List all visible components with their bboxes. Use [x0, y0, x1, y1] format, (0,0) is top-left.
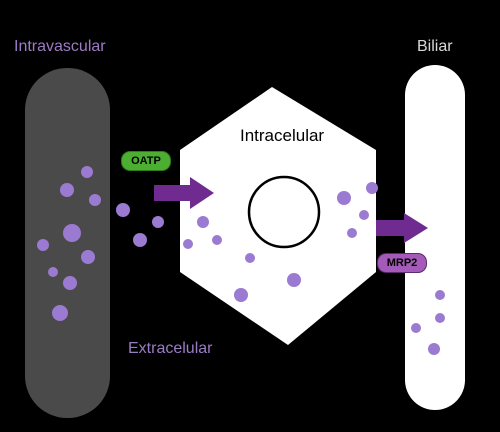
molecule-dot [81, 250, 95, 264]
mrp2-arrow [376, 213, 428, 243]
molecule-dot [37, 239, 49, 251]
intravascular-label: Intravascular [14, 38, 106, 55]
molecule-dot [183, 239, 193, 249]
molecule-dot [63, 224, 81, 242]
intracelular-label: Intracelular [240, 126, 325, 145]
oatp-transporter-badge: OATP [121, 151, 171, 171]
molecule-dot [152, 216, 164, 228]
molecule-dot [435, 313, 445, 323]
nucleus [247, 175, 321, 249]
oatp-arrow [154, 177, 214, 209]
mrp2-label: MRP2 [386, 257, 418, 269]
molecule-dot [212, 235, 222, 245]
molecule-dot [81, 166, 93, 178]
extracelular-label: Extracelular [128, 340, 213, 357]
molecule-dot [197, 216, 209, 228]
oatp-label: OATP [131, 155, 161, 167]
molecule-dot [428, 343, 440, 355]
molecule-dot [60, 183, 74, 197]
molecule-dot [234, 288, 248, 302]
bile-duct [405, 65, 465, 410]
molecule-dot [359, 210, 369, 220]
blood-vessel [25, 68, 110, 418]
molecule-dot [63, 276, 77, 290]
molecule-dot [287, 273, 301, 287]
molecule-dot [48, 267, 58, 277]
drug-molecules [37, 166, 445, 355]
molecule-dot [337, 191, 351, 205]
molecule-dot [435, 290, 445, 300]
molecule-dot [366, 182, 378, 194]
molecule-dot [133, 233, 147, 247]
molecule-dot [89, 194, 101, 206]
molecule-dot [347, 228, 357, 238]
molecule-dot [245, 253, 255, 263]
biliar-label: Biliar [417, 38, 453, 55]
molecule-dot [411, 323, 421, 333]
mrp2-transporter-badge: MRP2 [377, 253, 427, 273]
molecule-dot [52, 305, 68, 321]
molecule-dot [116, 203, 130, 217]
